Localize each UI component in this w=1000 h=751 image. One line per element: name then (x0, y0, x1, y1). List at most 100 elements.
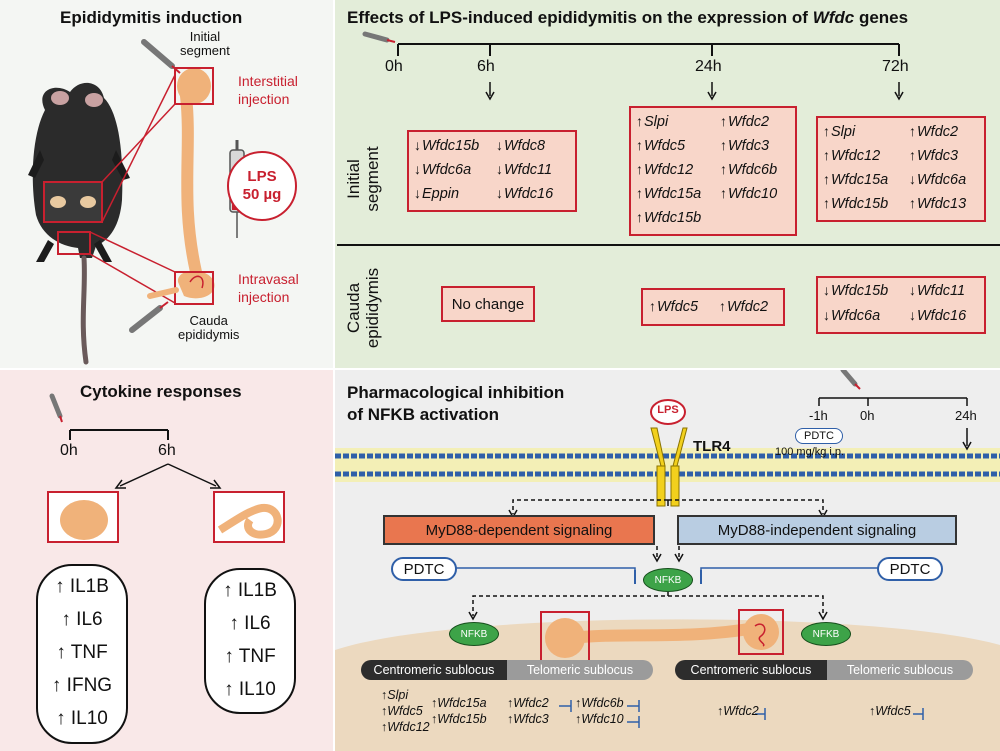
nfkb-cytoplasm: NFKB (643, 568, 693, 592)
up-arrow-icon: ↑ (720, 137, 727, 153)
lps-label: LPS (657, 404, 679, 416)
pd-time-24h: 24h (955, 408, 977, 423)
up-arrow-icon: ↑ (720, 161, 727, 177)
up-arrow-icon: ↑ (823, 171, 830, 187)
syringe-icon-timeline (362, 31, 396, 43)
up-arrow-icon: ↑ (381, 688, 388, 702)
nucleus-epididymis-duct (565, 622, 761, 644)
gene-box-initial-6h: ↓Wfdc15b↓Wfdc8↓Wfdc6a↓Wfdc11↓Eppin↓Wfdc1… (407, 130, 577, 212)
up-arrow-icon: ↑ (719, 298, 726, 314)
gene-entry: ↓Wfdc6a (414, 161, 472, 178)
gene-entry: ↓Eppin (414, 185, 460, 202)
panel-a-title: Epididymitis induction (60, 8, 243, 27)
nfkb-nucleus-right: NFKB (801, 622, 851, 646)
gene-entry: ↑Wfdc12 (381, 720, 430, 734)
tlr4-label: TLR4 (693, 438, 731, 455)
up-arrow-icon: ↑ (575, 712, 582, 726)
gene-box-initial-24h: ↑Slpi↑Wfdc2↑Wfdc5↑Wfdc3↑Wfdc12↑Wfdc6b↑Wf… (629, 106, 797, 236)
panel-epididymitis-induction: Epididymitis induction (0, 0, 333, 368)
pdtc-inhibitor-left: PDTC (391, 557, 457, 581)
gene-entry: ↑Wfdc2 (719, 298, 769, 315)
gene-entry: ↑Wfdc3 (720, 137, 770, 154)
panel-c-title: Cytokine responses (80, 382, 242, 401)
up-arrow-icon: ↑ (823, 123, 830, 139)
gene-entry: ↓Wfdc8 (496, 137, 546, 154)
mouse-illustration (28, 39, 297, 365)
cytokine-item: ↑ TNF (224, 646, 276, 667)
gene-entry: ↑Wfdc5 (636, 137, 686, 154)
up-arrow-icon: ↑ (51, 675, 62, 696)
cauda-window (57, 231, 91, 255)
up-arrow-icon: ↑ (909, 123, 916, 139)
up-arrow-icon: ↑ (229, 613, 239, 634)
signaling-pathway-diagram (335, 370, 1000, 751)
down-arrow-icon: ↓ (414, 137, 421, 153)
up-arrow-icon: ↑ (55, 576, 65, 597)
gene-entry: ↑Wfdc10 (575, 712, 624, 726)
time-6h: 6h (477, 58, 495, 75)
timeline-graphic (337, 31, 1000, 246)
cytokine-item: ↑ IL6 (229, 613, 271, 634)
gene-entry: ↑Wfdc15b (636, 209, 702, 226)
cytokine-item: ↑ IL1B (223, 580, 277, 601)
gene-entry: ↑Wfdc13 (909, 195, 967, 212)
gene-entry: ↑Wfdc6b (575, 696, 624, 710)
cytokine-time-0h: 0h (60, 442, 78, 459)
up-arrow-icon: ↑ (649, 298, 656, 314)
pdtc-dose-label: 100 mg/kg i.p. (775, 446, 845, 458)
gene-entry: ↑Wfdc2 (909, 123, 959, 140)
up-arrow-icon: ↑ (507, 712, 514, 726)
sublocus-centromeric-right: Centromeric sublocus (675, 660, 827, 680)
gene-entry: ↑Wfdc3 (909, 147, 959, 164)
gene-entry: ↑Wfdc15a (431, 696, 487, 710)
gene-box-cauda-24h: ↑Wfdc5↑Wfdc2 (641, 288, 785, 326)
up-arrow-icon: ↑ (636, 161, 643, 177)
sublocus-centromeric-left: Centromeric sublocus (361, 660, 507, 680)
mouse-tail (80, 255, 89, 365)
down-arrow-icon: ↓ (909, 307, 916, 323)
gene-entry: ↑Slpi (823, 123, 856, 140)
pdtc-inhibitor-right: PDTC (877, 557, 943, 581)
up-arrow-icon: ↑ (717, 704, 724, 718)
cytokine-time-6h: 6h (158, 442, 176, 459)
gene-entry: ↓Wfdc16 (496, 185, 554, 202)
up-arrow-icon: ↑ (431, 712, 438, 726)
cell-cytoplasm (335, 619, 1000, 751)
initial-segment-tissue (60, 500, 108, 540)
nfkb-nucleus-left: NFKB (449, 622, 499, 646)
up-arrow-icon: ↑ (56, 708, 66, 729)
cauda-tail (177, 270, 215, 299)
cytokine-item: ↑ IL1B (55, 576, 109, 597)
gene-entry: ↑Wfdc12 (823, 147, 881, 164)
gene-entry: ↑Slpi (636, 113, 669, 130)
tlr4-receptor (650, 427, 688, 507)
cytokine-item: ↑ IL10 (224, 679, 276, 700)
down-arrow-icon: ↓ (414, 185, 421, 201)
panel-cytokine-responses: Cytokine responses 0h 6h ↑ IL1B↑ IL6↑ TN… (0, 370, 333, 751)
cytokine-item: ↑ IFNG (51, 675, 113, 696)
gene-entry: ↓Wfdc11 (496, 161, 553, 178)
cytokine-list-initial: ↑ IL1B↑ IL6↑ TNF↑ IFNG↑ IL10 (36, 564, 128, 744)
sublocus-telomeric-right: Telomeric sublocus (827, 660, 973, 680)
up-arrow-icon: ↑ (720, 185, 727, 201)
time-72h: 72h (882, 58, 909, 75)
up-arrow-icon: ↑ (823, 195, 830, 211)
pd-time-0h: 0h (860, 408, 875, 423)
up-arrow-icon: ↑ (869, 704, 876, 718)
up-arrow-icon: ↑ (507, 696, 514, 710)
gene-entry: ↓Wfdc15b (823, 282, 889, 299)
up-arrow-icon: ↑ (381, 720, 388, 734)
gene-entry: ↓Wfdc11 (909, 282, 966, 299)
cytokine-diagram (47, 393, 285, 543)
gene-entry: ↓Wfdc6a (909, 171, 967, 188)
up-arrow-icon: ↑ (224, 679, 234, 700)
gene-entry: ↑Slpi (381, 688, 409, 702)
time-24h: 24h (695, 58, 722, 75)
gene-entry: ↓Wfdc6a (823, 307, 881, 324)
myd88-independent-box: MyD88-independent signaling (677, 515, 957, 545)
